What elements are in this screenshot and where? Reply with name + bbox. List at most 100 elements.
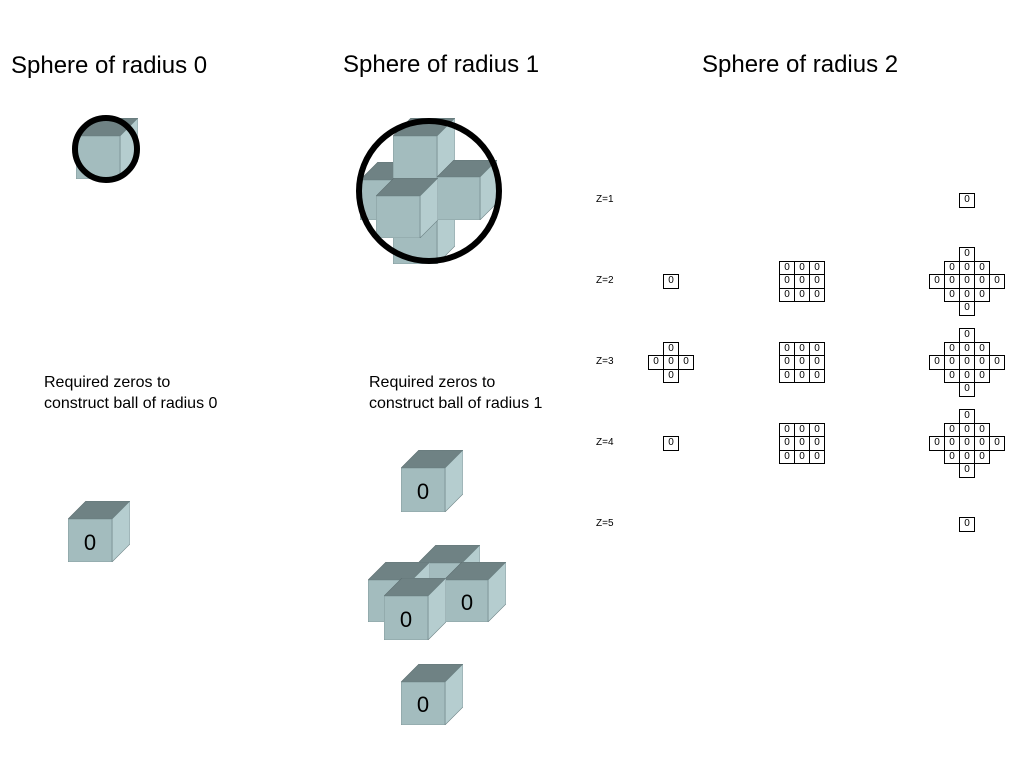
zero-cell: 0 [974,449,990,465]
title-sphere-radius-1: Sphere of radius 1 [343,51,540,78]
zero-cell: 0 [809,274,825,289]
zero-cell: 0 [959,260,975,276]
caption-radius-0: Required zeros to construct ball of radi… [44,374,218,412]
zero-cell: 0 [809,355,825,370]
zero-cell: 0 [779,341,795,357]
cube-shape [400,449,464,513]
zero-cell: 0 [794,341,810,357]
zero-cell: 0 [959,193,975,208]
zero-cell: 0 [959,409,975,424]
zero-cell: 0 [989,436,1005,451]
zero-cell: 0 [959,341,975,357]
zero-cell: 0 [663,436,679,451]
zero-cell: 0 [944,355,960,370]
zero-cell: 0 [663,368,679,384]
zero-cell: 0 [929,274,945,289]
zero-cube-radius-0 [67,500,131,563]
zero-cell: 0 [944,274,960,289]
zero-cell: 0 [648,355,664,370]
zero-cell: 0 [794,287,810,303]
zero-cell: 0 [779,422,795,438]
zero-cell: 0 [794,274,810,289]
zero-cell: 0 [974,355,990,370]
cube-shape [443,561,507,623]
sphere-1-cube-right [436,159,498,221]
zero-cell: 0 [944,287,960,303]
zero-cell: 0 [809,422,825,438]
zero-cell: 0 [959,274,975,289]
cube-shape [383,577,447,641]
zero-cell: 0 [974,436,990,451]
sphere-0-ring [72,115,140,183]
zero-cell: 0 [794,422,810,438]
zero-cube-radius-1-center [383,577,447,641]
sphere-1-cube-center [375,177,439,239]
zero-cell: 0 [959,287,975,303]
cube-shape [436,159,498,221]
title-sphere-radius-2: Sphere of radius 2 [702,51,899,78]
zero-cell: 0 [959,449,975,465]
zero-cube-radius-1-bottom [400,663,464,726]
zero-cell: 0 [779,436,795,451]
sphere-radius-0-illustration [0,0,140,183]
zero-cell: 0 [959,422,975,438]
zero-cell: 0 [959,328,975,343]
zero-cell: 0 [809,260,825,276]
zero-cell: 0 [779,274,795,289]
zero-cell: 0 [944,436,960,451]
zero-cell: 0 [959,368,975,384]
zero-cube-radius-1-right [443,561,507,623]
zero-cube-radius-1-top [400,449,464,513]
zero-cell: 0 [809,341,825,357]
zero-cell: 0 [809,287,825,303]
cube-shape [67,500,131,563]
zero-cell: 0 [974,260,990,276]
zero-cell: 0 [779,287,795,303]
zero-cell: 0 [959,301,975,316]
zero-cell: 0 [779,449,795,465]
zero-cell: 0 [794,260,810,276]
zero-cell: 0 [974,368,990,384]
zero-cell: 0 [809,436,825,451]
cube-front-face [67,518,113,563]
zero-cell: 0 [794,368,810,384]
zero-cell: 0 [944,449,960,465]
zero-cell: 0 [678,355,694,370]
layer-label: Z=2 [596,275,614,286]
zero-cell: 0 [929,355,945,370]
cube-front-face [392,135,438,181]
zero-cell: 0 [974,287,990,303]
cube-shape [400,663,464,726]
zero-cell: 0 [944,422,960,438]
zero-cell: 0 [809,368,825,384]
zero-cell: 0 [944,341,960,357]
zero-cell: 0 [959,247,975,262]
zero-cell: 0 [663,355,679,370]
cube-shape [375,177,439,239]
zero-cell: 0 [779,355,795,370]
sphere-1-ring [356,118,502,264]
zero-cell: 0 [974,422,990,438]
zero-cell: 0 [809,449,825,465]
zero-cell: 0 [779,260,795,276]
layer-label: Z=1 [596,194,614,205]
sphere-radius-1-illustration [0,0,502,265]
zero-cell: 0 [944,260,960,276]
zero-cell: 0 [944,368,960,384]
cube-front-face [375,195,421,239]
cube-front-face [400,681,446,726]
zero-cell: 0 [959,436,975,451]
zero-cell: 0 [959,382,975,397]
zero-cell: 0 [989,274,1005,289]
caption-radius-1: Required zeros to construct ball of radi… [369,374,543,412]
cube-front-face [383,595,429,641]
zero-cell: 0 [929,436,945,451]
zero-cell: 0 [663,341,679,357]
cube-front-face [436,176,481,221]
zero-cell: 0 [794,449,810,465]
zero-cell: 0 [989,355,1005,370]
zero-cell: 0 [959,463,975,478]
title-sphere-radius-0: Sphere of radius 0 [11,52,208,79]
layer-label: Z=5 [596,518,614,529]
zero-cell: 0 [959,517,975,532]
